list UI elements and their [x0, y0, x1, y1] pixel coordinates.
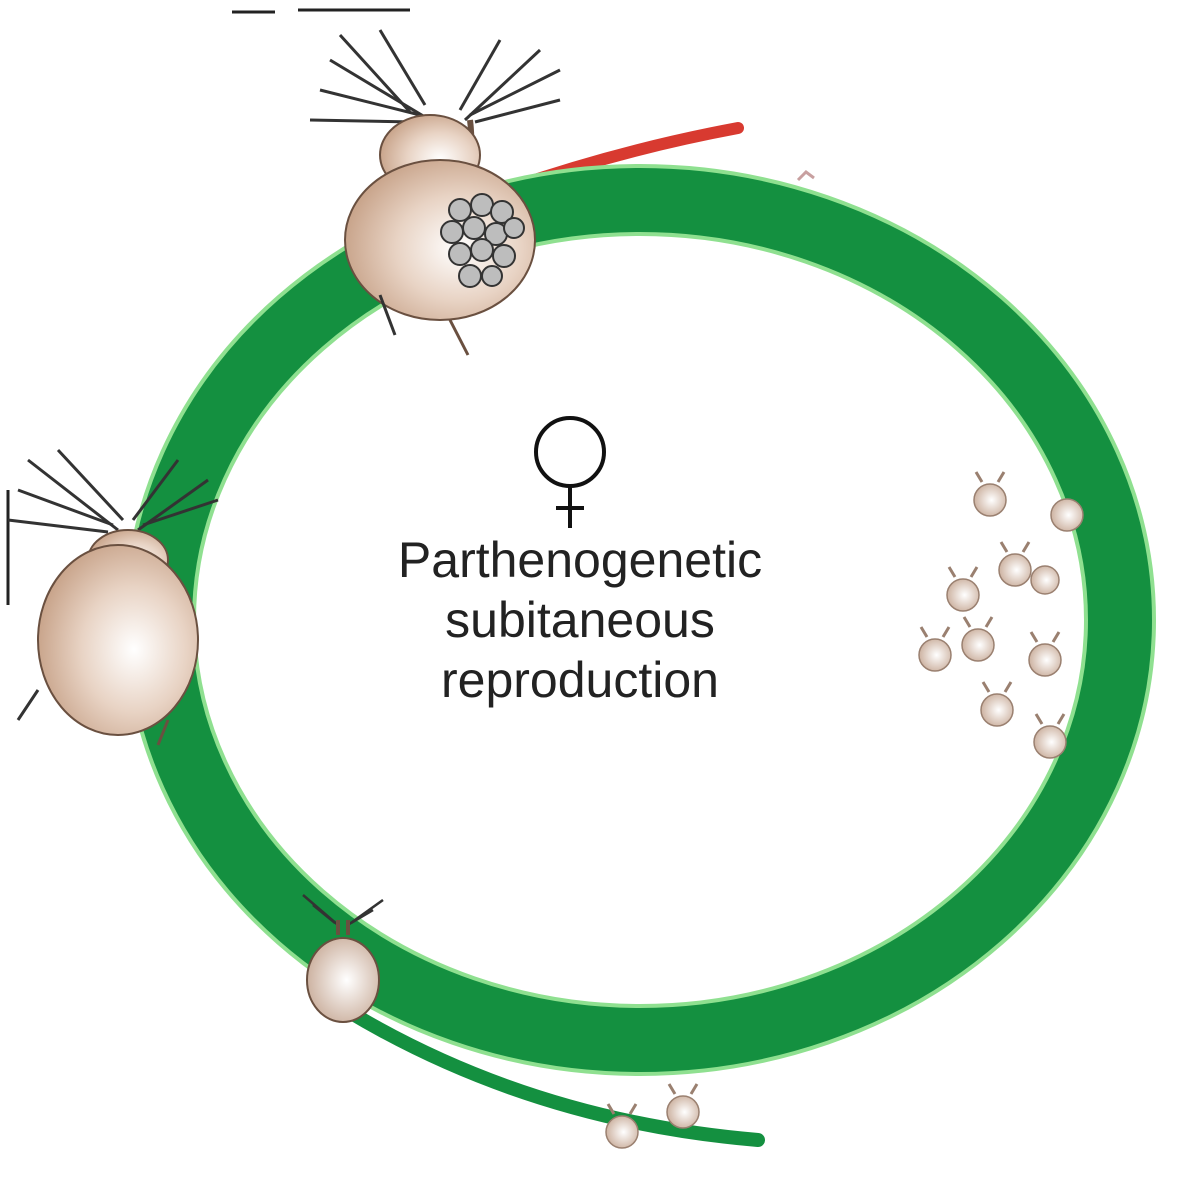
label-line-3: reproduction — [441, 652, 719, 708]
cycle-label: Parthenogenetic subitaneous reproduction — [300, 530, 860, 710]
stray-mark — [796, 170, 815, 182]
label-line-2: subitaneous — [445, 592, 715, 648]
tail-branch — [323, 993, 765, 1147]
adult-female-with-eggs-icon — [309, 29, 561, 356]
neonate-pair-icon — [605, 1083, 700, 1149]
female-symbol-icon — [534, 416, 606, 528]
neonate-cluster-icon — [918, 471, 1084, 759]
top-edge-marks — [6, 8, 410, 605]
label-line-1: Parthenogenetic — [397, 532, 763, 588]
adult-female-icon — [7, 448, 219, 746]
juvenile-female-icon — [302, 894, 384, 1023]
